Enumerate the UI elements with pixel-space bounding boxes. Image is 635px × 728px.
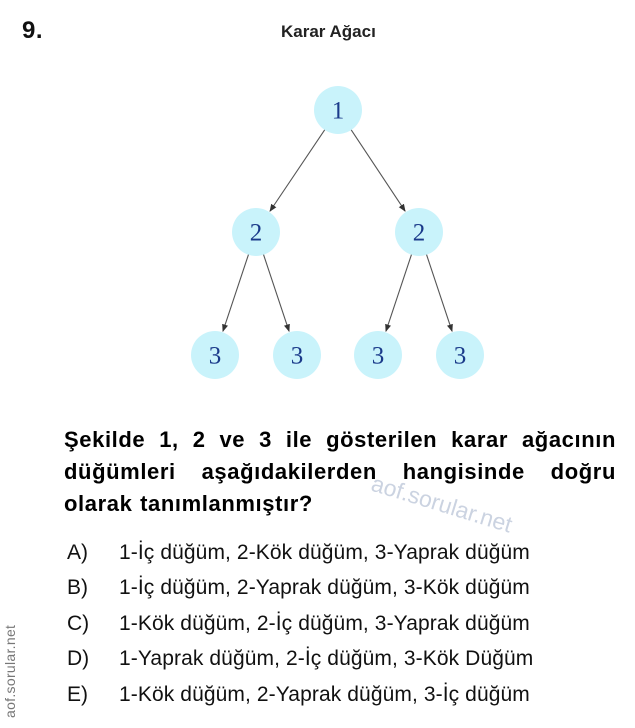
answer-options: A) 1-İç düğüm, 2-Kök düğüm, 3-Yaprak düğ… (67, 535, 627, 713)
question-line: Şekilde 1, 2 ve 3 ile gösterilen karar a… (64, 427, 616, 452)
question-line: olarak tanımlanmıştır? (64, 491, 313, 516)
option-letter: D) (67, 647, 90, 671)
decision-tree-diagram: 1 2 2 3 3 3 3 (191, 86, 484, 379)
option-letter: C) (67, 611, 90, 635)
tree-node: 1 (314, 86, 362, 134)
option-letter: A) (67, 540, 88, 564)
tree-node: 2 (232, 208, 280, 256)
tree-node-circle (436, 331, 484, 379)
tree-node: 3 (191, 331, 239, 379)
option-text: 1-Yaprak düğüm, 2-İç düğüm, 3-Kök Düğüm (119, 647, 534, 671)
tree-edge-arrow (385, 252, 413, 333)
tree-edge-arrow (222, 252, 250, 333)
tree-node-circle (273, 331, 321, 379)
tree-node-label: 2 (250, 220, 263, 247)
tree-nodes: 1 2 2 3 3 3 3 (191, 86, 484, 379)
option-letter: E) (67, 682, 88, 706)
tree-node-label: 3 (372, 343, 385, 370)
tree-node-label: 3 (454, 343, 467, 370)
tree-edge-arrow (262, 252, 290, 333)
question-number: 9. (22, 17, 44, 44)
option-letter: B) (67, 576, 88, 600)
tree-edge-arrow (269, 127, 327, 212)
tree-node-circle (314, 86, 362, 134)
watermark-vertical: aof.sorular.net (2, 624, 18, 718)
option-text: 1-İç düğüm, 2-Kök düğüm, 3-Yaprak düğüm (119, 540, 530, 564)
tree-node-circle (354, 331, 402, 379)
option-d[interactable]: D) 1-Yaprak düğüm, 2-İç düğüm, 3-Kök Düğ… (67, 642, 627, 678)
tree-node-circle (191, 331, 239, 379)
tree-node: 3 (273, 331, 321, 379)
tree-node-label: 2 (413, 220, 426, 247)
tree-node: 3 (436, 331, 484, 379)
option-text: 1-İç düğüm, 2-Yaprak düğüm, 3-Kök düğüm (119, 576, 530, 600)
option-b[interactable]: B) 1-İç düğüm, 2-Yaprak düğüm, 3-Kök düğ… (67, 571, 627, 607)
question-stem: Şekilde 1, 2 ve 3 ile gösterilen karar a… (64, 424, 616, 520)
tree-node-label: 1 (332, 98, 345, 125)
tree-edge-arrow (425, 252, 453, 333)
tree-node-circle (232, 208, 280, 256)
option-e[interactable]: E) 1-Kök düğüm, 2-Yaprak düğüm, 3-İç düğ… (67, 677, 627, 713)
figure-title: Karar Ağacı (281, 22, 376, 41)
tree-edges (222, 127, 453, 333)
tree-edge-arrow (349, 128, 406, 212)
tree-node: 3 (354, 331, 402, 379)
tree-node: 2 (395, 208, 443, 256)
option-text: 1-Kök düğüm, 2-Yaprak düğüm, 3-İç düğüm (119, 682, 530, 706)
question-line: düğümleri aşağıdakilerden hangisinde doğ… (64, 459, 616, 484)
option-a[interactable]: A) 1-İç düğüm, 2-Kök düğüm, 3-Yaprak düğ… (67, 535, 627, 571)
tree-node-circle (395, 208, 443, 256)
option-c[interactable]: C) 1-Kök düğüm, 2-İç düğüm, 3-Yaprak düğ… (67, 606, 627, 642)
tree-node-label: 3 (209, 343, 222, 370)
option-text: 1-Kök düğüm, 2-İç düğüm, 3-Yaprak düğüm (119, 611, 530, 635)
tree-node-label: 3 (291, 343, 304, 370)
